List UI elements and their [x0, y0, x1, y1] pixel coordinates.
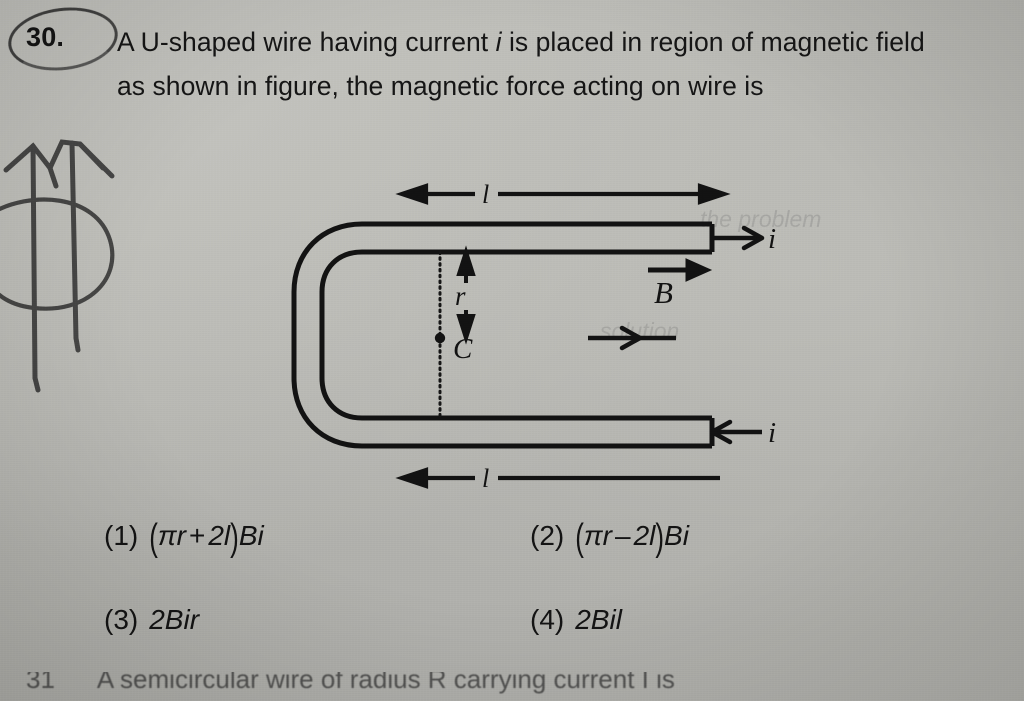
- question-number: 30.: [26, 22, 65, 52]
- question-text: A U-shaped wire having current i is plac…: [117, 20, 949, 108]
- option-2-operator: –: [615, 520, 631, 551]
- magnetic-field-label: B: [654, 275, 673, 310]
- option-2-open-paren: (: [575, 515, 584, 559]
- option-1-operator: +: [189, 520, 206, 551]
- option-row-2: (3) 2Bir (4) 2Bil: [0, 604, 1024, 676]
- answer-options: (1)(πr+2l)Bi (2)(πr–2l)Bi (3)2Bir (4)2Bi…: [0, 515, 1024, 676]
- option-3[interactable]: (3) 2Bir: [104, 604, 199, 636]
- top-length-dimension: [395, 183, 731, 205]
- option-2[interactable]: (2) (πr–2l)Bi: [530, 515, 689, 559]
- bottom-current-label: i: [768, 417, 776, 449]
- magnetic-field-vector-arrow: [648, 258, 713, 282]
- option-2-close-paren: ): [655, 515, 665, 559]
- option-2-term1: πr: [583, 520, 612, 551]
- option-3-label: (3): [104, 604, 139, 635]
- question-text-part4: force acting on wire is: [506, 71, 764, 101]
- option-1-open-paren: (: [149, 515, 158, 559]
- radius-label: r: [455, 281, 466, 311]
- question-current-symbol: i: [495, 27, 502, 57]
- bottom-current-arrow: [709, 419, 762, 445]
- bottom-length-label: l: [482, 464, 489, 493]
- option-1-tail: Bi: [238, 520, 264, 551]
- bottom-length-dimension: [395, 467, 720, 489]
- question-text-part1: A U-shaped wire having current: [117, 27, 496, 57]
- next-question-cutoff: 31 A semicircular wire of radius R carryi…: [0, 672, 1024, 701]
- option-1-term2: 2l: [208, 520, 231, 551]
- top-current-arrow: [712, 225, 765, 251]
- option-2-label: (2): [530, 520, 565, 551]
- next-question-number: 31: [26, 672, 55, 694]
- option-2-term2: 2l: [633, 520, 656, 551]
- question-text-part2: is placed in region: [501, 27, 724, 57]
- u-shaped-wire-figure: l r C: [291, 180, 776, 493]
- center-point-dot: [434, 332, 446, 344]
- bottom-wire-arm: [362, 415, 715, 449]
- option-4-label: (4): [530, 604, 565, 635]
- next-question-text: A semicircular wire of radius R carrying…: [96, 672, 675, 694]
- option-3-tail: 2Bir: [149, 604, 200, 635]
- option-1-term1: πr: [157, 520, 186, 551]
- field-line-arrow: [588, 325, 676, 351]
- question-text-part3: of magnetic field as shown in figure, th…: [117, 27, 925, 101]
- top-length-label: l: [482, 180, 489, 209]
- top-wire-arm: [291, 221, 715, 293]
- margin-pen-doodle: [0, 139, 115, 393]
- option-4[interactable]: (4) 2Bil: [530, 604, 622, 636]
- semicircular-bend: [291, 292, 363, 449]
- option-row-1: (1)(πr+2l)Bi (2)(πr–2l)Bi: [0, 515, 1024, 592]
- radius-dimension-arrow: [456, 245, 476, 345]
- center-label: C: [453, 333, 473, 365]
- option-1-close-paren: ): [230, 515, 239, 559]
- option-1[interactable]: (1) (πr+2l)Bi: [104, 515, 264, 559]
- top-current-label: i: [768, 223, 776, 255]
- option-4-tail: 2Bil: [575, 604, 622, 635]
- option-1-label: (1): [104, 520, 139, 551]
- option-2-tail: Bi: [664, 520, 689, 551]
